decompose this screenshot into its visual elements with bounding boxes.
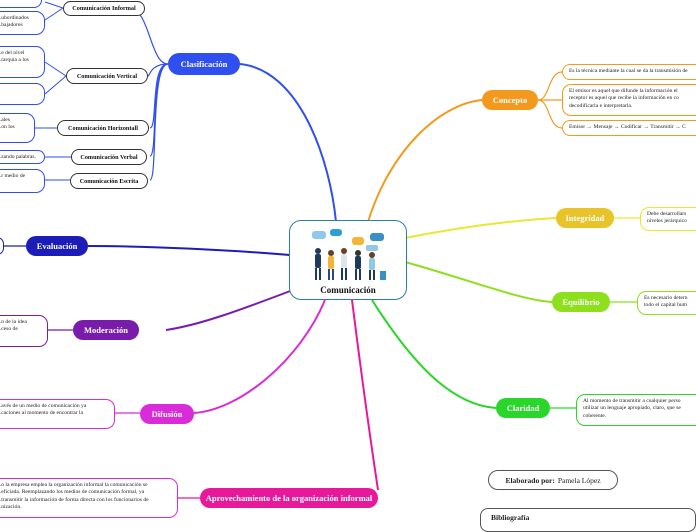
bibliografia-box[interactable]: Bibliografía xyxy=(480,508,696,532)
difusion-note: ...avés de un medio de comunicación ya .… xyxy=(0,399,115,429)
comunicacion-vertical-node[interactable]: Comunicación Vertical xyxy=(66,68,148,84)
concepto-node[interactable]: Concepto xyxy=(482,90,538,110)
comunicacion-horizontal-node[interactable]: Comunicación Horizontall xyxy=(57,120,149,136)
elaborado-por-box[interactable]: Elaborado por: Pamela López xyxy=(488,470,618,490)
people-talking-illustration-icon xyxy=(312,229,386,280)
concepto-note-1: Es la técnica mediante la cual se da la … xyxy=(562,64,696,80)
aprovechamiento-node[interactable]: Aprovechamiento de la organización infor… xyxy=(200,488,378,508)
comunicacion-informal-node[interactable]: Comunicación Informal xyxy=(63,1,145,16)
comunicacion-vertical-note: ...e del nivel ...rarquía a los xyxy=(0,46,45,78)
moderacion-note: ...n de la idea ...ceso de xyxy=(0,315,48,347)
evaluacion-node[interactable]: Evaluación xyxy=(26,236,88,256)
comunicacion-verbal-node[interactable]: Comunicación Verbal xyxy=(71,149,147,165)
central-topic-title: Comunicación xyxy=(320,285,376,295)
bibliografia-label: Bibliografía xyxy=(491,513,530,522)
comunicacion-verbal-note: ...zando palabras. xyxy=(0,150,45,164)
equilibrio-note: Es necesario detern todo el capital hum xyxy=(637,291,696,315)
elaborado-por-value: Pamela López xyxy=(557,475,601,485)
central-topic[interactable]: Comunicación xyxy=(289,220,407,300)
comunicacion-horizontal-note: ...ales ...on los xyxy=(0,113,35,143)
equilibrio-node[interactable]: Equilibrio xyxy=(552,292,610,312)
integridad-node[interactable]: Integridad xyxy=(556,208,614,228)
concepto-note-2: El emisor es aquel que difunde la inform… xyxy=(562,84,696,116)
comunicacion-escrita-note: ...r medio de xyxy=(0,169,45,193)
concepto-note-3: Emisor → Mensaje → Codificar → Transmiti… xyxy=(562,120,696,136)
claridad-node[interactable]: Claridad xyxy=(496,398,550,418)
clasificacion-node[interactable]: Clasificación xyxy=(168,53,240,75)
aprovechamiento-note: ...o la empresa emplea la organización i… xyxy=(0,478,178,518)
comunicacion-informal-note-top xyxy=(0,0,42,8)
claridad-note: Al momento de transmitir a cualquier per… xyxy=(576,394,696,426)
comunicacion-informal-note: ...ubordinados ...bajadores xyxy=(0,11,45,35)
connector-lines xyxy=(0,1,640,499)
integridad-note: Debe desarrollars niveles jerárquico xyxy=(640,207,696,231)
difusion-node[interactable]: Difusión xyxy=(140,404,194,424)
comunicacion-escrita-node[interactable]: Comunicación Escrita xyxy=(70,173,148,189)
moderacion-node[interactable]: Moderación xyxy=(73,320,139,340)
comunicacion-vertical-note-2 xyxy=(0,83,45,105)
elaborado-por-label: Elaborado por: xyxy=(505,475,555,485)
